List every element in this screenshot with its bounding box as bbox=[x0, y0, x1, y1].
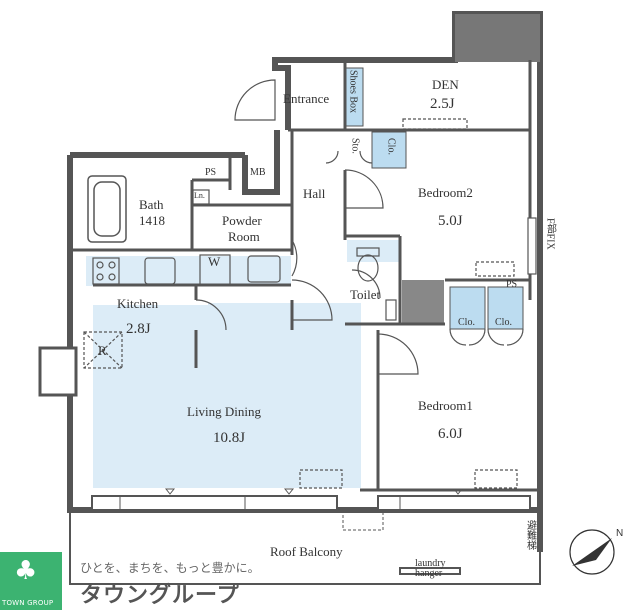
evacuation-ladder-label: 避難梯 bbox=[524, 520, 536, 550]
logo-label: TOWN GROUP bbox=[2, 599, 54, 607]
toilet-label: Toilet bbox=[350, 287, 381, 302]
bedroom2-size: 5.0J bbox=[438, 213, 463, 229]
ln-label: Ln. bbox=[194, 191, 205, 200]
entrance-label: Entrance bbox=[283, 91, 330, 106]
shoes-box-label: Shoes Box bbox=[347, 70, 359, 114]
slogan: ひとを、まちを、もっと豊かに。 bbox=[80, 561, 260, 575]
kitchen-counter bbox=[86, 256, 291, 286]
ps2-label: PS bbox=[506, 279, 518, 290]
svg-text:N: N bbox=[616, 528, 623, 539]
sto-label: Sto. bbox=[349, 138, 361, 154]
tree-icon: ♣ bbox=[14, 556, 38, 586]
living-dining-floor bbox=[93, 305, 361, 488]
interior-walls bbox=[70, 60, 540, 492]
brand-name: タウングループ bbox=[80, 583, 240, 608]
door-swings bbox=[195, 79, 524, 375]
column-left bbox=[38, 346, 78, 397]
clo-cabinet-a bbox=[449, 286, 486, 330]
bathtub bbox=[87, 175, 127, 243]
clo-b-label: Clo. bbox=[495, 317, 512, 328]
compass-icon: N bbox=[569, 528, 623, 575]
window-strip bbox=[91, 495, 531, 511]
bath-label: Bath bbox=[139, 197, 164, 212]
clo-top-label: Clo. bbox=[385, 138, 397, 155]
kitchen-size: 2.8J bbox=[126, 321, 151, 337]
balcony-hatch bbox=[342, 511, 384, 531]
living-dining-label: Living Dining bbox=[187, 404, 262, 419]
company-logo: ♣ TOWN GROUP bbox=[0, 552, 62, 610]
clo-cabinet-b bbox=[487, 286, 524, 330]
laundry-hanger-label-1: laundry bbox=[415, 558, 446, 569]
kitchen-label: Kitchen bbox=[117, 296, 159, 311]
roof-balcony-label: Roof Balcony bbox=[270, 544, 343, 559]
hall-label: Hall bbox=[303, 186, 326, 201]
bath-size: 1418 bbox=[139, 213, 165, 228]
window-markers bbox=[119, 488, 464, 510]
fix-label: F部FIX bbox=[544, 218, 556, 250]
bedroom2-label: Bedroom2 bbox=[418, 185, 473, 200]
ps-label: PS bbox=[205, 167, 217, 178]
fix-window bbox=[527, 217, 537, 275]
bedroom1-label: Bedroom1 bbox=[418, 398, 473, 413]
powder-room-label-1: Powder bbox=[222, 213, 262, 228]
clo-cabinet-top bbox=[371, 131, 407, 169]
fixtures bbox=[83, 118, 518, 489]
toilet-floor-accent bbox=[347, 240, 399, 262]
powder-room-label-2: Room bbox=[228, 229, 260, 244]
washer-label: W bbox=[208, 254, 221, 269]
top-right-wall bbox=[455, 14, 540, 62]
living-dining-floor-top bbox=[208, 303, 361, 310]
den-size: 2.5J bbox=[430, 96, 455, 112]
laundry-hanger-label-2: hanger bbox=[415, 568, 443, 579]
refrigerator-label: R bbox=[98, 343, 107, 358]
ps-shaft bbox=[402, 280, 444, 324]
clo-a-label: Clo. bbox=[458, 317, 475, 328]
bedroom1-size: 6.0J bbox=[438, 426, 463, 442]
mb-label: MB bbox=[250, 167, 266, 178]
den-label: DEN bbox=[432, 77, 459, 92]
living-dining-size: 10.8J bbox=[213, 430, 246, 446]
roof-balcony bbox=[69, 511, 541, 585]
